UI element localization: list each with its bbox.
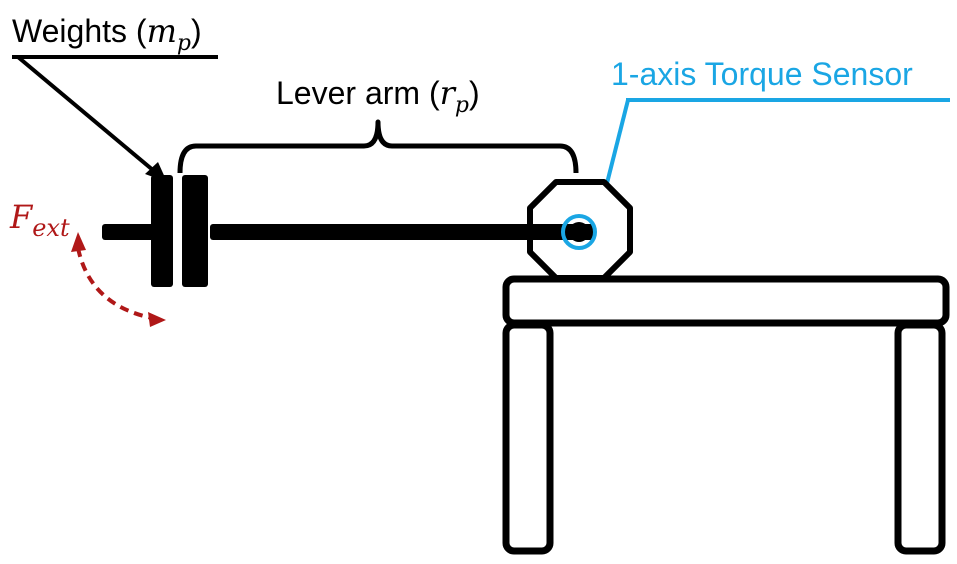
weights-label: Weights (mp)	[12, 12, 202, 56]
external-force-arc	[76, 247, 153, 320]
table-top	[502, 275, 950, 327]
lever-bar	[210, 224, 594, 240]
external-force-arrowhead-top	[71, 232, 86, 252]
weight-plate-2	[182, 175, 208, 287]
torque-sensor-ring	[561, 214, 597, 250]
bar-left-stub	[102, 224, 158, 240]
external-force-label: Fext	[9, 198, 70, 242]
table-leg-right	[894, 321, 946, 555]
lever-pivot	[569, 222, 589, 242]
torque-sensor-label: 1-axis Torque Sensor	[611, 56, 913, 92]
lever-arm-label: Lever arm (rp)	[276, 74, 480, 118]
external-force-arrowhead-bottom	[148, 312, 166, 327]
weights-leader-line	[16, 55, 162, 178]
lever-arm-brace	[177, 119, 579, 174]
weight-plate-1	[151, 175, 173, 287]
table-leg-left	[502, 321, 554, 555]
